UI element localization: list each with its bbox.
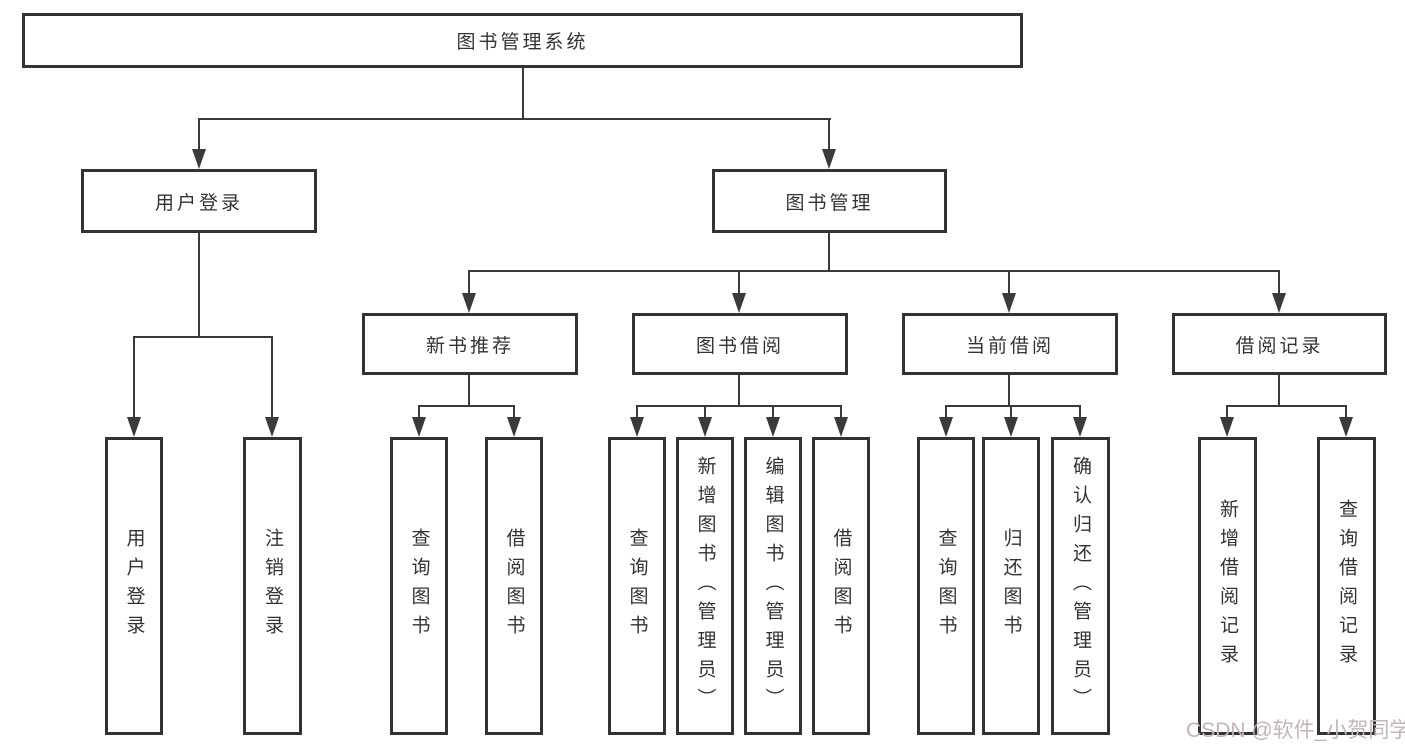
connector-recommend-drop-1	[418, 405, 420, 420]
connector-borrow-bar	[636, 405, 842, 407]
leaf-logout-label: 注销登录	[262, 528, 283, 644]
leaf-user-login: 用户登录	[105, 437, 163, 735]
node-current-borrow-label: 当前借阅	[965, 335, 1054, 357]
connector-records-bar	[1226, 405, 1347, 407]
connector-borrow-drop-1	[636, 405, 638, 420]
connector-login-stem	[198, 233, 200, 338]
arrowhead-down	[732, 293, 746, 313]
leaf-add-borrow-record-label: 新增借阅记录	[1217, 499, 1238, 673]
arrowhead-down	[1073, 417, 1087, 437]
connector-login-drop-2	[271, 336, 273, 420]
connector-borrow-stem	[738, 375, 740, 407]
connector-records-drop-2	[1345, 405, 1347, 420]
connector-recommend-bar	[418, 405, 515, 407]
arrowhead-down	[462, 293, 476, 313]
leaf-return-book: 归还图书	[982, 437, 1040, 735]
connector-current-drop-1	[945, 405, 947, 420]
connector-current-drop-2	[1010, 405, 1012, 420]
leaf-edit-book-admin-label: 编辑图书（管理员）	[762, 455, 784, 717]
arrowhead-down	[822, 149, 836, 169]
arrowhead-down	[698, 417, 712, 437]
arrowhead-down	[1272, 293, 1286, 313]
leaf-edit-book-admin: 编辑图书（管理员）	[744, 437, 802, 735]
connector-borrow-drop-2	[704, 405, 706, 420]
leaf-query-books-current: 查询图书	[917, 437, 975, 735]
node-book-borrow: 图书借阅	[632, 313, 848, 375]
connector-bookmgmt-stem	[828, 233, 830, 272]
leaf-query-books-recommend-label: 查询图书	[408, 528, 430, 644]
leaf-user-login-label: 用户登录	[123, 528, 145, 644]
leaf-add-book-admin-label: 新增图书（管理员）	[694, 455, 716, 717]
connector-login-bar	[133, 336, 273, 338]
arrowhead-down	[192, 149, 206, 169]
arrowhead-down	[412, 417, 426, 437]
arrowhead-down	[1004, 417, 1018, 437]
leaf-query-books-current-label: 查询图书	[935, 528, 957, 644]
leaf-add-borrow-record: 新增借阅记录	[1198, 437, 1257, 735]
connector-root-bar	[198, 118, 831, 120]
arrowhead-down	[265, 417, 279, 437]
arrowhead-down	[1002, 293, 1016, 313]
node-root-label: 图书管理系统	[456, 32, 589, 53]
leaf-return-book-label: 归还图书	[1000, 528, 1022, 644]
arrowhead-down	[127, 417, 141, 437]
connector-bookmgmt-drop-1	[468, 270, 470, 296]
connector-current-drop-3	[1079, 405, 1081, 420]
connector-root-drop-right	[828, 118, 830, 152]
node-root: 图书管理系统	[22, 13, 1023, 68]
connector-records-drop-1	[1226, 405, 1228, 420]
connector-borrow-drop-3	[772, 405, 774, 420]
arrowhead-down	[766, 417, 780, 437]
node-new-book-recommend-label: 新书推荐	[425, 335, 514, 357]
node-book-management-label: 图书管理	[785, 192, 874, 214]
connector-bookmgmt-drop-3	[1008, 270, 1010, 296]
connector-bookmgmt-drop-4	[1278, 270, 1280, 296]
node-current-borrow: 当前借阅	[902, 313, 1118, 375]
leaf-borrow-books-recommend: 借阅图书	[485, 437, 543, 735]
connector-recommend-stem	[468, 375, 470, 407]
arrowhead-down	[630, 417, 644, 437]
csdn-watermark: CSDN @软件_小贺同学	[1186, 719, 1405, 742]
leaf-query-books-recommend: 查询图书	[390, 437, 448, 735]
arrowhead-down	[1339, 417, 1353, 437]
leaf-query-books-borrow: 查询图书	[608, 437, 666, 735]
node-new-book-recommend: 新书推荐	[362, 313, 578, 375]
arrowhead-down	[507, 417, 521, 437]
leaf-borrow-books-2: 借阅图书	[812, 437, 870, 735]
node-book-borrow-label: 图书借阅	[695, 335, 784, 357]
connector-current-stem	[1008, 375, 1010, 407]
leaf-borrow-books-2-label: 借阅图书	[830, 528, 852, 644]
arrowhead-down	[939, 417, 953, 437]
connector-login-drop-1	[133, 336, 135, 420]
leaf-query-books-borrow-label: 查询图书	[626, 528, 648, 644]
arrowhead-down	[1220, 417, 1234, 437]
node-user-login-label: 用户登录	[154, 192, 243, 214]
node-user-login: 用户登录	[81, 169, 317, 233]
leaf-add-book-admin: 新增图书（管理员）	[676, 437, 734, 735]
connector-records-stem	[1278, 375, 1280, 407]
connector-bookmgmt-drop-2	[738, 270, 740, 296]
leaf-logout: 注销登录	[243, 437, 302, 735]
connector-borrow-drop-4	[840, 405, 842, 420]
leaf-confirm-return-admin: 确认归还（管理员）	[1051, 437, 1110, 735]
node-book-management: 图书管理	[712, 169, 947, 233]
node-borrow-records: 借阅记录	[1172, 313, 1387, 375]
connector-bookmgmt-bar	[468, 270, 1280, 272]
connector-root-drop-left	[198, 118, 200, 152]
leaf-query-borrow-record-label: 查询借阅记录	[1336, 499, 1357, 673]
leaf-query-borrow-record: 查询借阅记录	[1317, 437, 1376, 735]
connector-recommend-drop-2	[513, 405, 515, 420]
connector-root-stem	[522, 68, 524, 120]
leaf-confirm-return-admin-label: 确认归还（管理员）	[1070, 455, 1091, 717]
arrowhead-down	[834, 417, 848, 437]
node-borrow-records-label: 借阅记录	[1235, 335, 1324, 357]
leaf-borrow-books-recommend-label: 借阅图书	[503, 528, 525, 644]
connector-current-bar	[945, 405, 1081, 407]
